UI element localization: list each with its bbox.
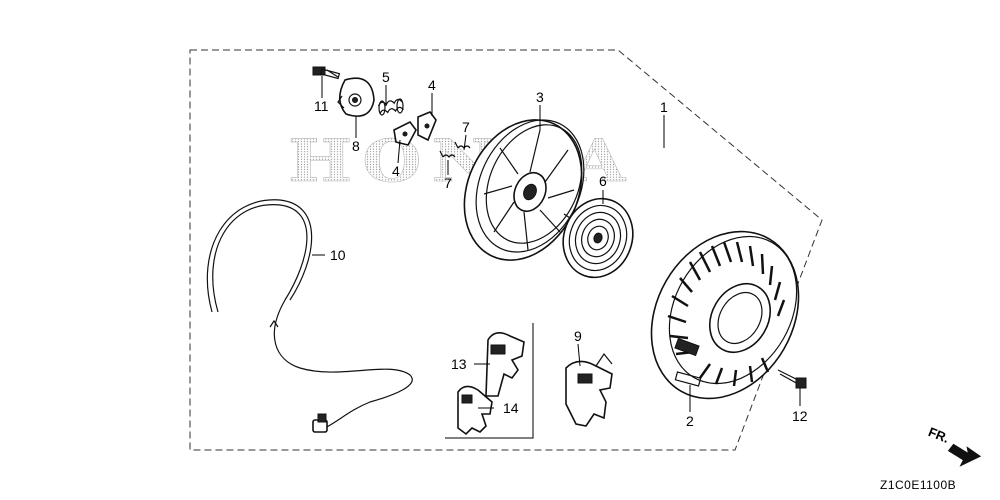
part-6-spiral-spring [562,197,634,279]
part-7-spring-b [439,150,456,158]
part-2-starter-case [650,230,800,400]
callout-1: 1 [660,99,668,115]
arrow-right-icon [947,443,982,467]
callout-6: 6 [599,173,607,189]
part-13-grip [485,332,525,397]
callout-9: 9 [574,328,582,344]
leader-lines [312,76,801,412]
front-label: FR. [926,424,951,446]
callout-4a: 4 [428,77,436,93]
callout-11: 11 [314,98,329,114]
callout-8: 8 [352,138,360,154]
part-10-starter-rope [206,199,413,433]
part-11-bolt [312,66,341,80]
callout-5: 5 [382,69,390,85]
callout-4b: 4 [392,163,400,179]
part-4-ratchet-b [393,120,417,146]
callout-labels: 1 2 3 4 4 5 6 7 7 8 9 10 11 12 13 14 [314,69,808,429]
callout-10: 10 [330,247,346,263]
diagram-code: Z1C0E1100B [880,478,956,492]
callout-7b: 7 [444,175,452,191]
callout-7a: 7 [462,119,470,135]
part-14-grip-insert [457,385,493,436]
part-9-handle [565,352,613,427]
sub-group-bracket [445,323,534,439]
front-direction-indicator: FR. [926,424,982,467]
part-12-bolt [777,369,807,389]
callout-12: 12 [792,408,808,424]
callout-3: 3 [536,89,544,105]
callout-14: 14 [503,400,519,416]
callout-2: 2 [686,413,694,429]
part-8-ratchet-plate [337,77,375,117]
callout-13: 13 [451,356,467,372]
part-4-ratchet-a [417,111,437,142]
part-5-spring [377,98,404,116]
